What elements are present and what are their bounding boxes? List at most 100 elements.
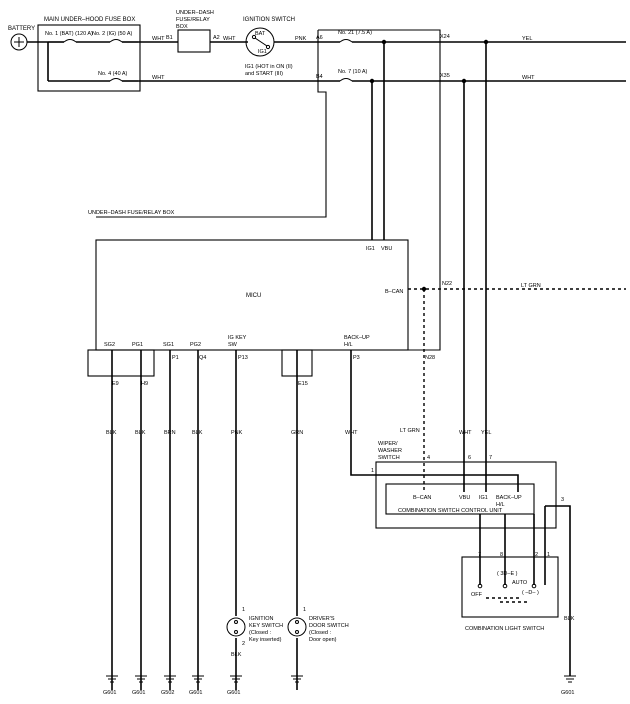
fuse-4-label: No. 4 (40 A)	[98, 71, 128, 77]
micu-pin-sg1: SG1	[163, 342, 174, 348]
key-switch-label-4: Key inserted)	[249, 637, 282, 643]
wiper-ig1: IG1	[479, 495, 488, 501]
wire-color-lt-grn-2: LT GRN	[400, 428, 420, 434]
micu-pin-p3: P3	[353, 355, 360, 361]
wire-color-grn: GRN	[291, 430, 303, 436]
relay-box-label-3: BOX	[176, 24, 188, 30]
micu-vbu: VBU	[381, 246, 392, 252]
wiper-title-1: WIPER/	[378, 441, 398, 447]
ground-4	[192, 675, 204, 683]
relay-box-label-1: UNDER–DASH	[176, 10, 214, 16]
ground-label-1: G601	[103, 690, 116, 696]
light-off: OFF	[471, 592, 483, 598]
door-pin-1: 1	[303, 607, 306, 613]
wire-color-pnk-2: PNK	[231, 430, 243, 436]
pin-x35: X35	[440, 73, 450, 79]
ignition-switch-title: IGNITION SWITCH	[243, 17, 295, 23]
wiper-pin-4: 4	[427, 455, 430, 461]
ignition-ig1-label: IG1	[258, 49, 267, 55]
ignition-bat-label: BAT	[255, 31, 266, 37]
ignition-note-1: IG1 (HOT in ON (II)	[245, 64, 293, 70]
key-pin-2: 2	[242, 641, 245, 647]
light-pin-8: 8	[500, 552, 503, 558]
light-small: ( 3D–E )	[497, 571, 518, 577]
ground-symbols	[106, 675, 576, 683]
micu-backup-1: BACK–UP	[344, 335, 370, 341]
light-pin-7: 7	[478, 552, 481, 558]
fuse-2-symbol	[109, 39, 123, 43]
fuse-1-symbol	[63, 39, 77, 43]
wiper-pin-7: 7	[489, 455, 492, 461]
micu-n22: N22	[442, 281, 452, 287]
wire-color-pnk-1: PNK	[295, 36, 307, 42]
ground-label-2: G601	[132, 690, 145, 696]
battery: BATTERY	[8, 26, 35, 51]
ground-3	[164, 675, 176, 683]
wiper-title-3: SWITCH	[378, 455, 400, 461]
wiper-pin-6: 6	[468, 455, 471, 461]
relay-box-top: UNDER–DASH FUSE/RELAY BOX B1 A2	[166, 10, 220, 53]
under-dash-fuses: A6 B4 No. 21 (7.5 A) No. 7 (10 A) X24 X3…	[316, 30, 450, 82]
micu-ig-key-sw-1: IG KEY	[228, 335, 247, 341]
fuse-7-symbol	[339, 78, 353, 82]
ground-label-3: G502	[161, 690, 174, 696]
pin-a6: A6	[316, 35, 323, 41]
ground-door	[291, 675, 303, 683]
micu-backup-2: H/L	[344, 342, 353, 348]
micu-pin-e15: E15	[298, 381, 308, 387]
drivers-door-switch: 1 DRIVER'S DOOR SWITCH (Closed : Door op…	[287, 607, 349, 643]
door-switch-label-2: DOOR SWITCH	[309, 623, 349, 629]
ground-1	[106, 675, 118, 683]
ground-label-6: G601	[561, 690, 574, 696]
micu-pin-sg2: SG2	[104, 342, 115, 348]
pin-b1: B1	[166, 35, 173, 41]
wiper-bcan: B–CAN	[413, 495, 431, 501]
main-fuse-box-title: MAIN UNDER–HOOD FUSE BOX	[44, 17, 135, 23]
light-pin-1: 1	[547, 552, 550, 558]
wire-color-blk-2: BLK	[135, 430, 146, 436]
micu-pin-q4: Q4	[199, 355, 206, 361]
light-auto: AUTO	[512, 580, 528, 586]
door-switch-label-1: DRIVER'S	[309, 616, 335, 622]
ignition-note-2: and START (III)	[245, 71, 283, 77]
wire-color-blk-4: BLK	[564, 616, 575, 622]
ground-label-5: G601	[227, 690, 240, 696]
light-pin-2: 2	[535, 552, 538, 558]
wiper-backup-1: BACK–UP	[496, 495, 522, 501]
micu-ig1: IG1	[366, 246, 375, 252]
micu-pin-p13: P13	[238, 355, 248, 361]
light-head: ( –D– )	[522, 590, 539, 596]
wire-color-lt-grn-1: LT GRN	[521, 283, 541, 289]
micu-name: MICU	[246, 293, 261, 299]
key-pin-1: 1	[242, 607, 245, 613]
combination-light-switch: 7 8 2 1 OFF AUTO ( 3D–E ) ( –D– ) COMBIN…	[461, 552, 559, 632]
micu-box-label: UNDER–DASH FUSE/RELAY BOX	[88, 210, 175, 216]
pin-a2: A2	[213, 35, 220, 41]
fuse-21-symbol	[339, 39, 353, 43]
wiper-title-2: WASHER	[378, 448, 402, 454]
fuse-4-symbol	[109, 78, 123, 82]
wiper-pin-3: 3	[561, 497, 564, 503]
micu-pin-p1: P1	[172, 355, 179, 361]
ground-5	[230, 675, 242, 683]
main-fuse-box: MAIN UNDER–HOOD FUSE BOX No. 1 (BAT) (12…	[37, 17, 141, 92]
ignition-switch: IGNITION SWITCH BAT IG1 IG1 (HOT in ON (…	[243, 17, 295, 77]
wire-color-brn: BRN	[164, 430, 176, 436]
micu-pin-pg1: PG1	[132, 342, 143, 348]
wire-color-yel-2: YEL	[481, 430, 491, 436]
ground-6	[564, 675, 576, 683]
wire-color-wht-2: WHT	[152, 75, 165, 81]
wire-color-wht-3: WHT	[223, 36, 236, 42]
door-switch-label-4: Door open)	[309, 637, 337, 643]
micu-bcan: B–CAN	[385, 289, 403, 295]
micu-pin-pg2: PG2	[190, 342, 201, 348]
ignition-key-switch: 1 2 IGNITION KEY SWITCH (Closed : Key in…	[226, 607, 283, 658]
micu-pin-h9: H9	[141, 381, 148, 387]
key-switch-label-1: IGNITION	[249, 616, 273, 622]
fuse-21-label: No. 21 (7.5 A)	[338, 30, 372, 36]
pin-b4: B4	[316, 74, 323, 80]
wire-color-blk-1: BLK	[106, 430, 117, 436]
wire-color-wht-5: WHT	[459, 430, 472, 436]
wiper-pin-1: 1	[371, 468, 374, 474]
